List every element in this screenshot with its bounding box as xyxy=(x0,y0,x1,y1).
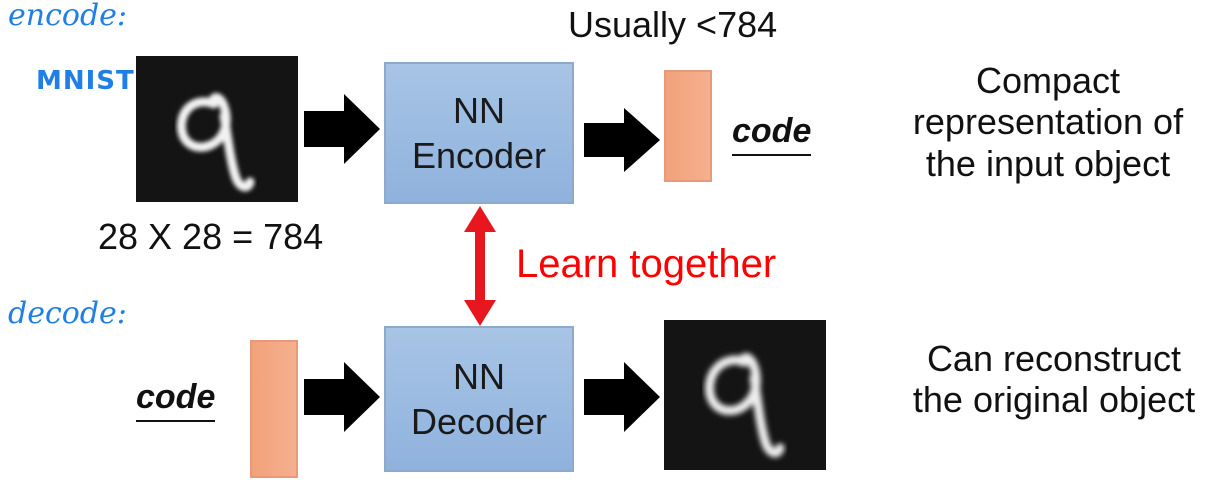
nn-encoder-box: NN Encoder xyxy=(384,62,574,204)
description-line: the original object xyxy=(912,379,1196,421)
encode-annotation: encode: xyxy=(8,0,128,33)
code-vector-bar xyxy=(250,340,298,478)
code-vector-bar xyxy=(664,70,712,182)
arrow-right-icon xyxy=(304,362,380,432)
digit-nine-icon xyxy=(176,93,255,192)
arrow-right-icon xyxy=(304,94,380,164)
description-line: the input object xyxy=(925,142,1171,184)
decode-annotation: decode: xyxy=(8,296,127,331)
code-label: code xyxy=(732,112,812,156)
arrow-right-icon xyxy=(584,362,660,432)
reconstructed-image xyxy=(664,320,826,470)
image-size-label: 28 X 28 = 784 xyxy=(98,216,324,257)
decoder-label: Decoder xyxy=(410,401,548,442)
arrow-right-icon xyxy=(584,108,660,172)
encoder-label: Encoder xyxy=(411,135,547,176)
code-dim-label: Usually <784 xyxy=(568,4,778,45)
double-arrow-icon xyxy=(464,206,496,326)
encoder-description: Compact representation of the input obje… xyxy=(888,60,1208,184)
description-line: Compact xyxy=(975,60,1121,101)
decoder-nn-label: NN xyxy=(453,356,505,397)
code-label: code xyxy=(136,378,216,422)
description-line: representation of xyxy=(912,101,1184,143)
digit-nine-icon xyxy=(704,353,785,458)
mnist-annotation: MNIST xyxy=(36,66,135,96)
encoder-nn-label: NN xyxy=(453,90,505,131)
mnist-input-image xyxy=(136,56,298,202)
learn-together-label: Learn together xyxy=(516,242,777,286)
decoder-description: Can reconstruct the original object xyxy=(884,338,1224,421)
description-line: Can reconstruct xyxy=(926,338,1182,379)
nn-decoder-box: NN Decoder xyxy=(384,326,574,472)
